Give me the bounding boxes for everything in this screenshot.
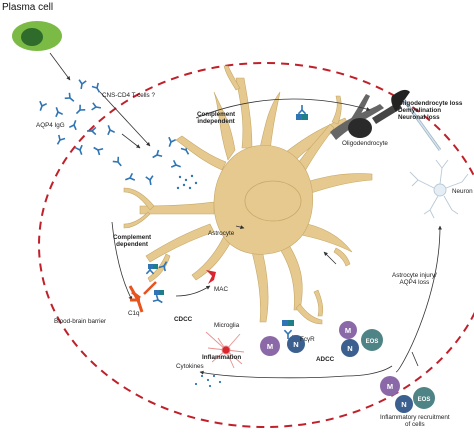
astrocyte (123, 65, 373, 325)
label-astrocyte: Astrocyte (208, 230, 235, 237)
label-complement-independent: Complement independent (197, 111, 236, 126)
arrow-plasma-to-igg (49, 52, 71, 81)
label-mac: MAC (214, 286, 228, 293)
cell-letter-n-3: N (401, 400, 406, 409)
effector-cells-inside (260, 321, 383, 357)
floating-particles (176, 174, 198, 190)
label-recruitment: Inflammatory recruitment of cells (380, 414, 450, 429)
label-aqp4-igg: AQP4 IgG (36, 122, 65, 129)
label-inflammation: Inflammation (202, 354, 242, 361)
label-oligodendrocyte: Oligodendrocyte (342, 140, 388, 147)
cell-letter-eos-1: EOS (366, 339, 379, 345)
label-adcc: ADCC (316, 356, 335, 363)
label-bbb: Blood-brain barrier (54, 318, 107, 325)
label-neuron: Neuron (452, 188, 473, 195)
cell-letter-n-1: N (293, 340, 298, 349)
pathway-arrows (99, 91, 442, 379)
label-complement-dependent: Complement dependent (113, 234, 152, 249)
cell-letter-m-2: M (345, 326, 351, 335)
neuron (409, 159, 469, 219)
aqp4-channel-top (296, 104, 308, 120)
c1q-complex (128, 259, 171, 313)
label-cns-cd4: CNS-CD4 T cells ? (102, 92, 155, 99)
cell-letter-m-1: M (267, 342, 273, 351)
label-outcomes: Oligodendrocyte loss Demyelination Neuro… (398, 100, 463, 122)
cell-letter-eos-2: EOS (418, 397, 431, 403)
effector-cells-outside (380, 376, 435, 413)
label-astro-injury: Astrocyte injury/ AQP4 loss (392, 272, 437, 287)
label-microglia: Microglia (214, 322, 240, 329)
cell-letter-n-2: N (347, 344, 352, 353)
label-cytokines: Cytokines (176, 363, 204, 370)
neuron-axon (402, 99, 442, 151)
microglia-cell (205, 331, 245, 369)
label-fcyr: FcγR (300, 336, 315, 343)
label-c1q: C1q (128, 310, 140, 317)
cytokine-dots (194, 374, 222, 388)
label-cdcc: CDCC (174, 316, 193, 323)
cell-letter-m-3: M (387, 382, 393, 391)
oligodendrocyte-cell (330, 89, 410, 140)
plasma-cell (12, 21, 62, 51)
label-plasma-cell: Plasma cell (2, 2, 54, 13)
mac-complex (206, 270, 216, 284)
